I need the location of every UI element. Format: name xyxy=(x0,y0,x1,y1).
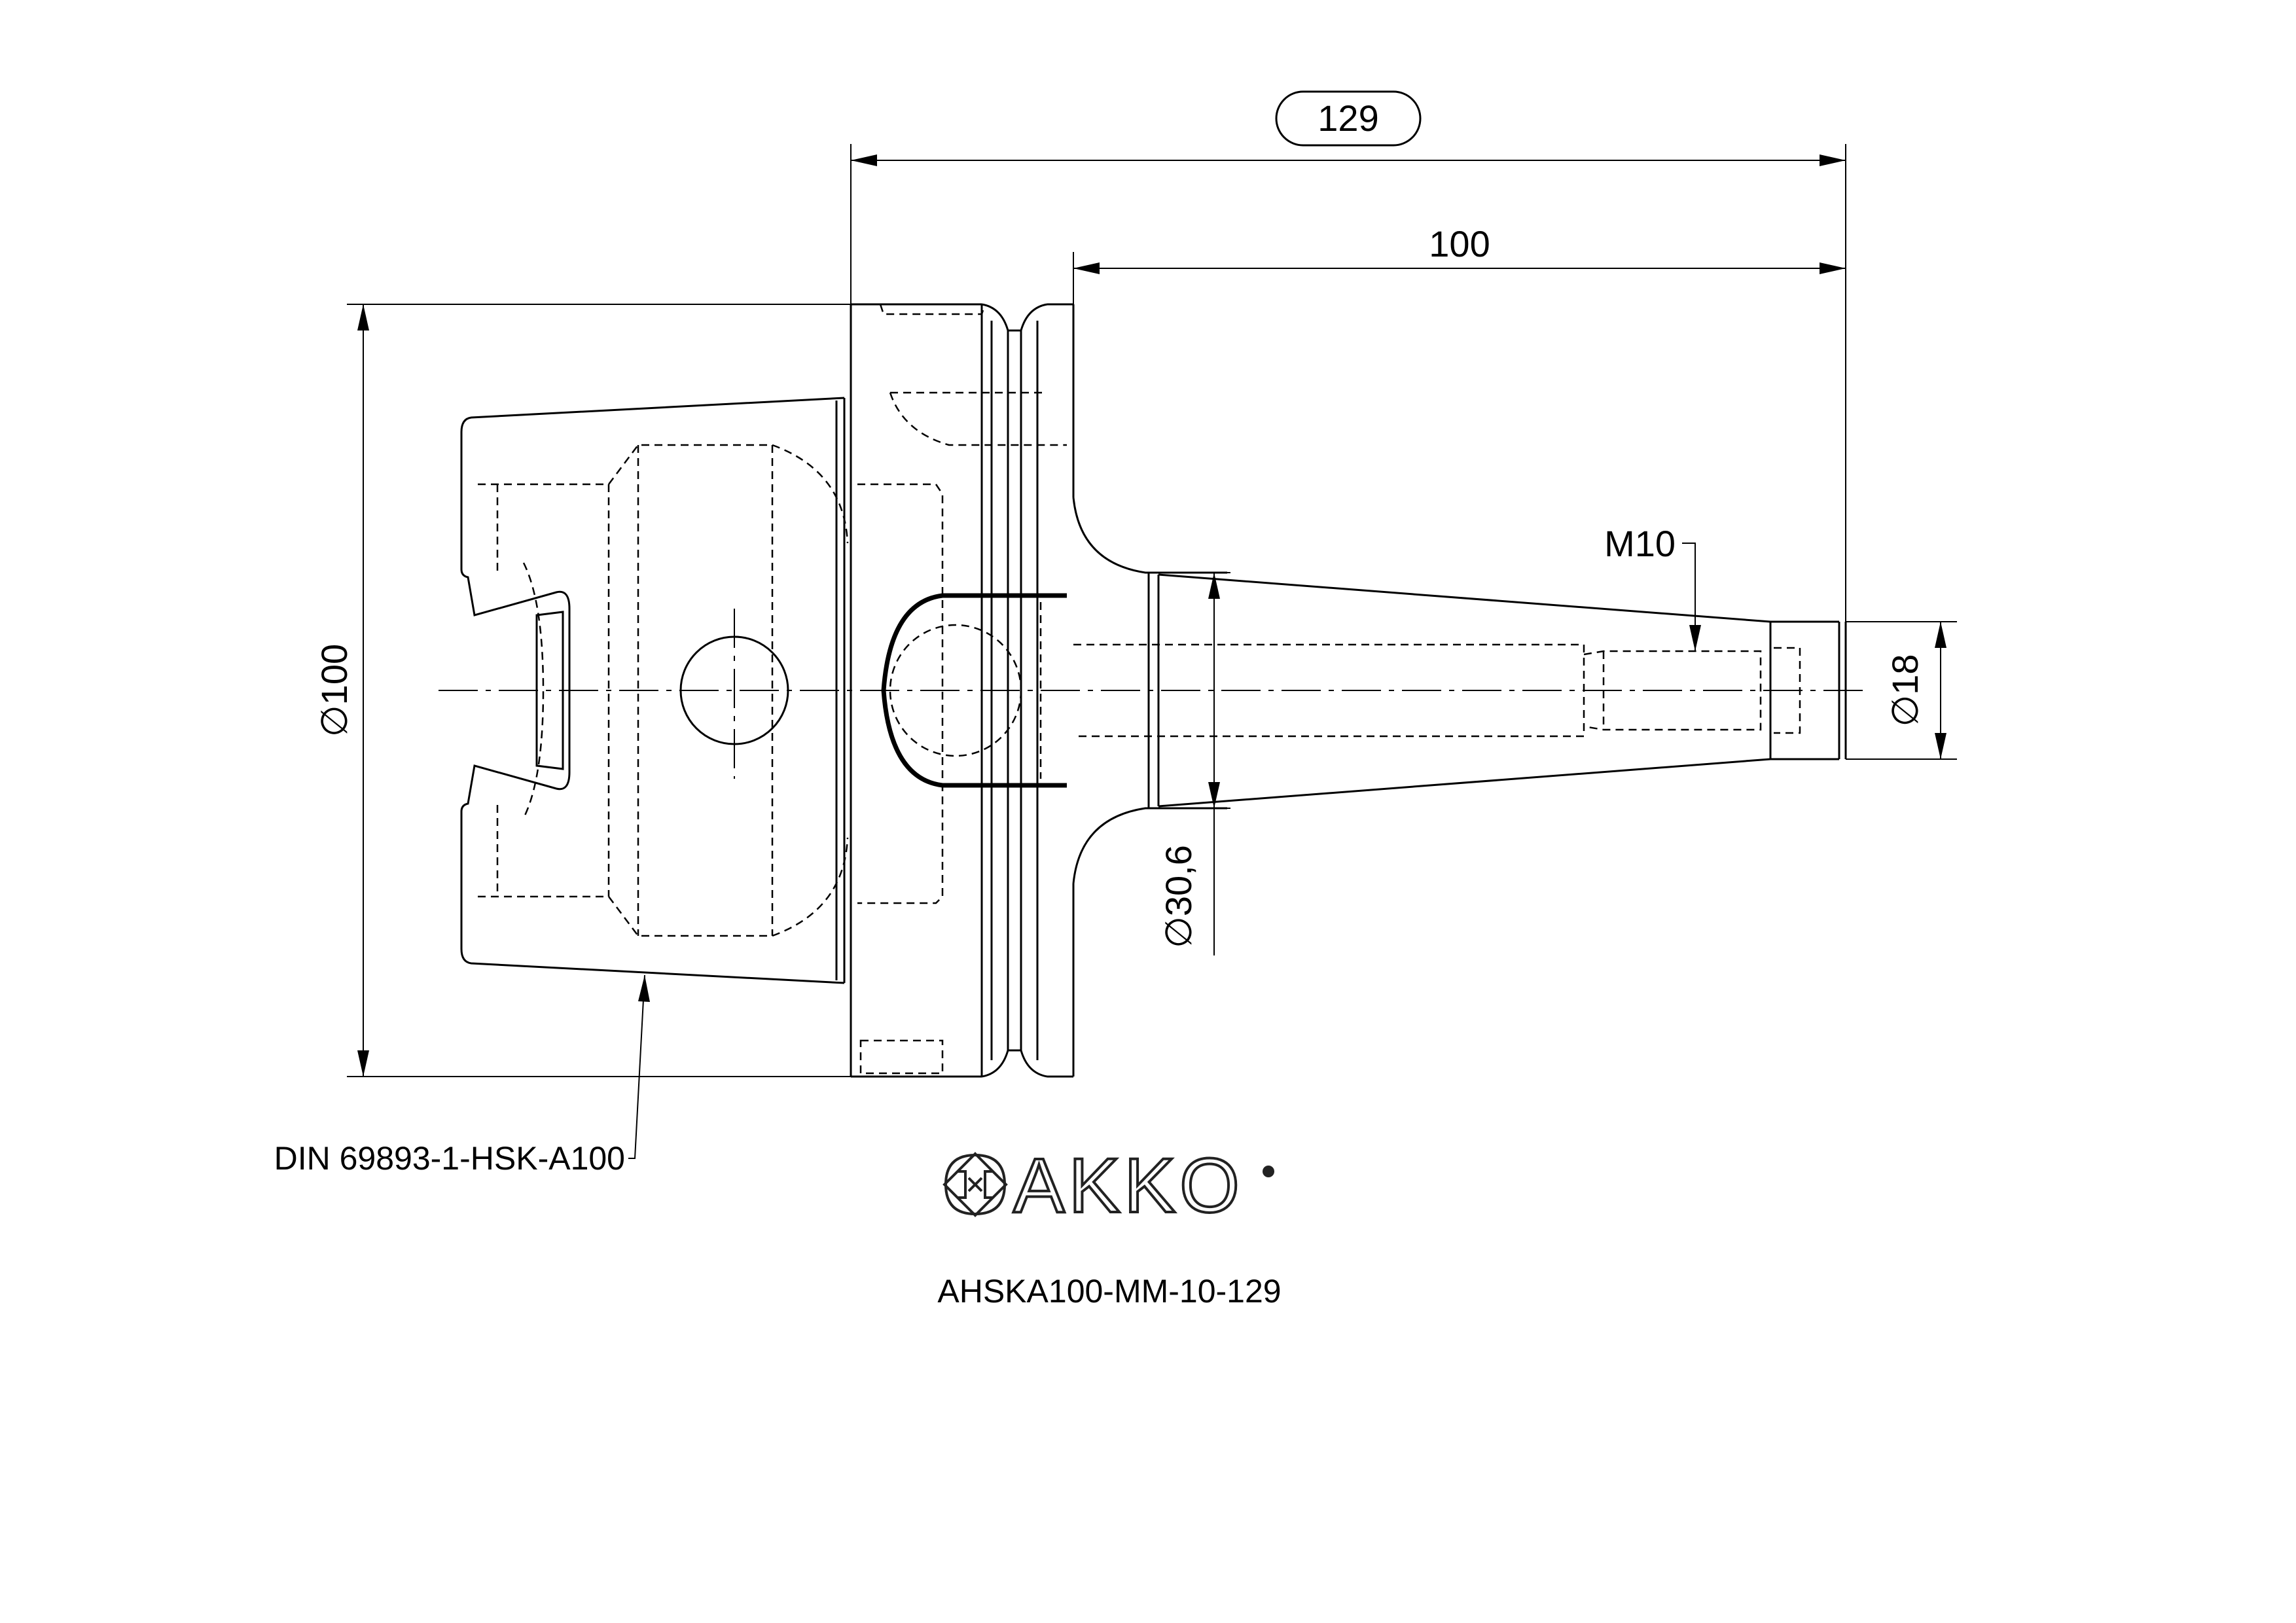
part-number: AHSKA100-MM-10-129 xyxy=(937,1273,1281,1310)
akko-logo: AKKO xyxy=(942,1141,1274,1230)
brand-name: AKKO xyxy=(1013,1143,1244,1229)
dim-flange-diameter: ∅100 xyxy=(314,304,851,1077)
thread-callout: M10 xyxy=(1604,523,1701,651)
nose-body xyxy=(1072,497,1847,884)
flange xyxy=(850,303,1075,1078)
registered-mark-icon xyxy=(1263,1166,1274,1177)
akko-emblem-icon xyxy=(942,1152,1008,1217)
tip-diameter-value: ∅18 xyxy=(1884,654,1926,726)
nose-diameter-value: ∅30,6 xyxy=(1158,845,1199,948)
hsk-shank xyxy=(460,397,849,984)
dim-nose-diameter: ∅30,6 xyxy=(1158,572,1230,955)
thread-value: M10 xyxy=(1604,523,1676,564)
flange-diameter-value: ∅100 xyxy=(314,644,355,737)
standard-callout: DIN 69893-1-HSK-A100 xyxy=(274,974,650,1177)
gauge-length-value: 100 xyxy=(1429,223,1490,264)
dim-tip-diameter: ∅18 xyxy=(1846,621,1957,760)
standard-label: DIN 69893-1-HSK-A100 xyxy=(274,1140,625,1177)
dim-overall-length: 129 xyxy=(850,90,1846,622)
dim-gauge-length: 100 xyxy=(1073,223,1846,304)
overall-length-value: 129 xyxy=(1318,98,1378,139)
